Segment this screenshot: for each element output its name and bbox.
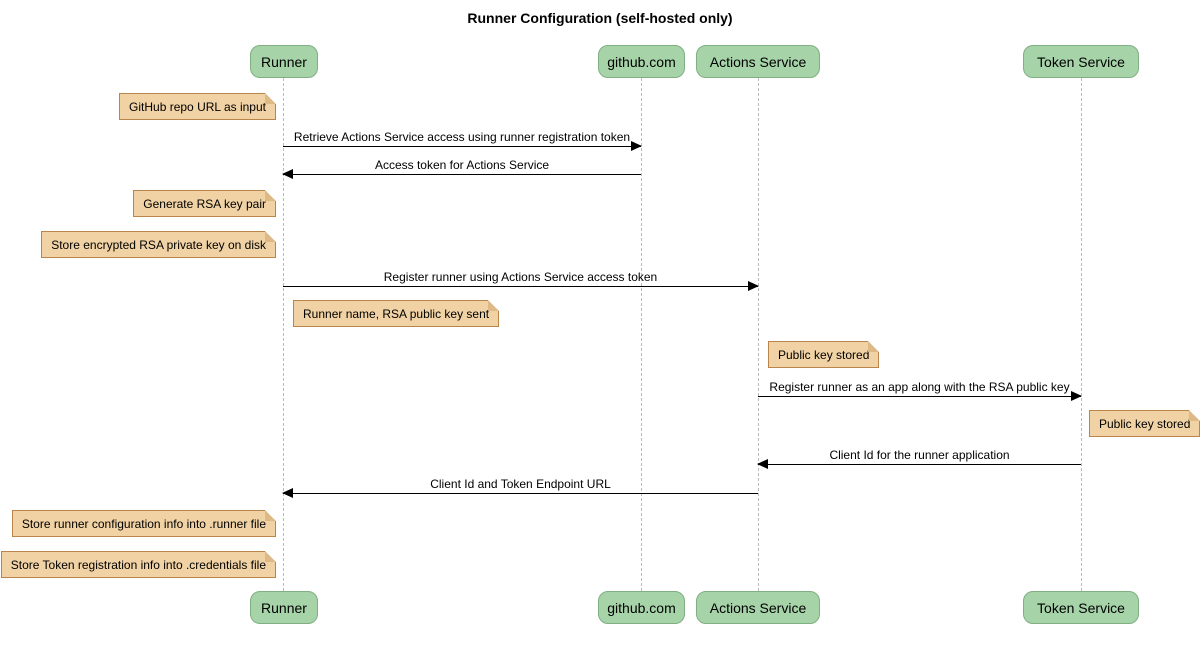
message-label: Client Id for the runner application bbox=[829, 448, 1010, 462]
arrowhead-right-icon bbox=[1071, 391, 1082, 401]
message-retrieve-access: Retrieve Actions Service access using ru… bbox=[283, 129, 642, 153]
message-label: Retrieve Actions Service access using ru… bbox=[293, 130, 631, 144]
participant-runner-top: Runner bbox=[250, 45, 318, 78]
arrow-line bbox=[283, 174, 641, 175]
note-store-runner-file: Store runner configuration info into .ru… bbox=[11, 510, 277, 537]
arrowhead-left-icon bbox=[757, 459, 768, 469]
diagram-title: Runner Configuration (self-hosted only) bbox=[467, 10, 733, 26]
participant-actions-service-top: Actions Service bbox=[696, 45, 820, 78]
arrowhead-left-icon bbox=[282, 169, 293, 179]
message-access-token: Access token for Actions Service bbox=[282, 157, 641, 181]
note-github-repo-url: GitHub repo URL as input bbox=[119, 93, 276, 120]
participant-runner-bottom: Runner bbox=[250, 591, 318, 624]
lifeline-github bbox=[641, 78, 642, 591]
arrow-line bbox=[758, 396, 1081, 397]
lifeline-runner bbox=[283, 78, 284, 591]
arrow-line bbox=[283, 146, 641, 147]
note-generate-rsa: Generate RSA key pair bbox=[133, 190, 276, 217]
participant-token-service-bottom: Token Service bbox=[1023, 591, 1139, 624]
participant-github-top: github.com bbox=[598, 45, 685, 78]
message-client-id: Client Id for the runner application bbox=[757, 447, 1081, 471]
arrowhead-left-icon bbox=[282, 488, 293, 498]
message-label: Client Id and Token Endpoint URL bbox=[430, 477, 611, 491]
lifeline-actions-service bbox=[758, 78, 759, 591]
note-public-key-stored-actions: Public key stored bbox=[768, 341, 880, 368]
lifeline-token-service bbox=[1081, 78, 1082, 591]
arrow-line bbox=[283, 493, 758, 494]
participant-token-service-top: Token Service bbox=[1023, 45, 1139, 78]
note-runner-name-sent: Runner name, RSA public key sent bbox=[293, 300, 500, 327]
message-label: Register runner as an app along with the… bbox=[769, 380, 1070, 394]
message-register-runner: Register runner using Actions Service ac… bbox=[283, 269, 759, 293]
participant-actions-service-bottom: Actions Service bbox=[696, 591, 820, 624]
message-label: Access token for Actions Service bbox=[374, 158, 550, 172]
participant-github-bottom: github.com bbox=[598, 591, 685, 624]
message-client-id-endpoint: Client Id and Token Endpoint URL bbox=[282, 476, 758, 500]
note-store-credentials-file: Store Token registration info into .cred… bbox=[0, 551, 277, 578]
arrowhead-right-icon bbox=[631, 141, 642, 151]
message-label: Register runner using Actions Service ac… bbox=[383, 270, 658, 284]
arrow-line bbox=[283, 286, 758, 287]
message-register-app: Register runner as an app along with the… bbox=[758, 379, 1082, 403]
note-public-key-stored-token: Public key stored bbox=[1089, 410, 1200, 437]
arrow-line bbox=[758, 464, 1081, 465]
arrowhead-right-icon bbox=[748, 281, 759, 291]
note-store-private-key: Store encrypted RSA private key on disk bbox=[41, 231, 276, 258]
